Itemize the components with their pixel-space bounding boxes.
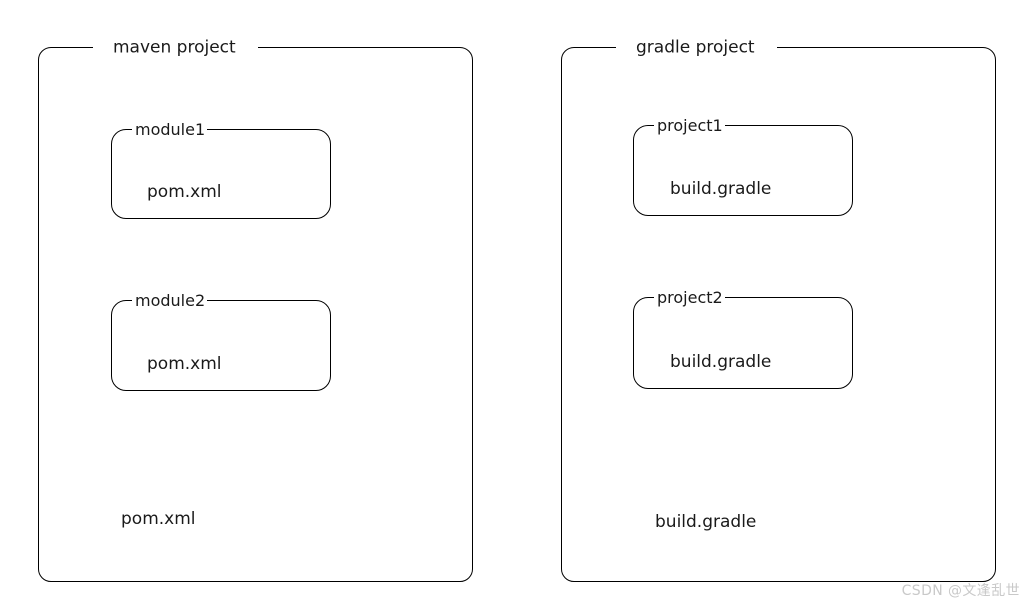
maven-module1-file: pom.xml xyxy=(147,182,222,202)
maven-module2-label: module2 xyxy=(132,292,208,310)
gradle-project1-file: build.gradle xyxy=(670,179,772,199)
gradle-project1-box: project1 build.gradle xyxy=(633,117,853,216)
gradle-project2-box: project2 build.gradle xyxy=(633,289,853,389)
gradle-project2-label: project2 xyxy=(654,289,725,307)
gradle-project2-file: build.gradle xyxy=(670,352,772,372)
maven-root-file: pom.xml xyxy=(121,509,196,529)
gradle-root-file: build.gradle xyxy=(655,512,757,532)
maven-module2-box: module2 pom.xml xyxy=(111,292,331,391)
maven-module2-file: pom.xml xyxy=(147,354,222,374)
maven-project-box: maven project module1 pom.xml module2 po… xyxy=(38,38,473,582)
gradle-project-box: gradle project project1 build.gradle pro… xyxy=(561,38,996,582)
gradle-project-label: gradle project xyxy=(616,38,777,58)
maven-module1-label: module1 xyxy=(132,121,208,139)
gradle-project1-label: project1 xyxy=(654,117,725,135)
csdn-watermark: CSDN @文逢乱世 xyxy=(901,583,1020,599)
maven-project-label: maven project xyxy=(93,38,258,58)
maven-module1-box: module1 pom.xml xyxy=(111,121,331,219)
